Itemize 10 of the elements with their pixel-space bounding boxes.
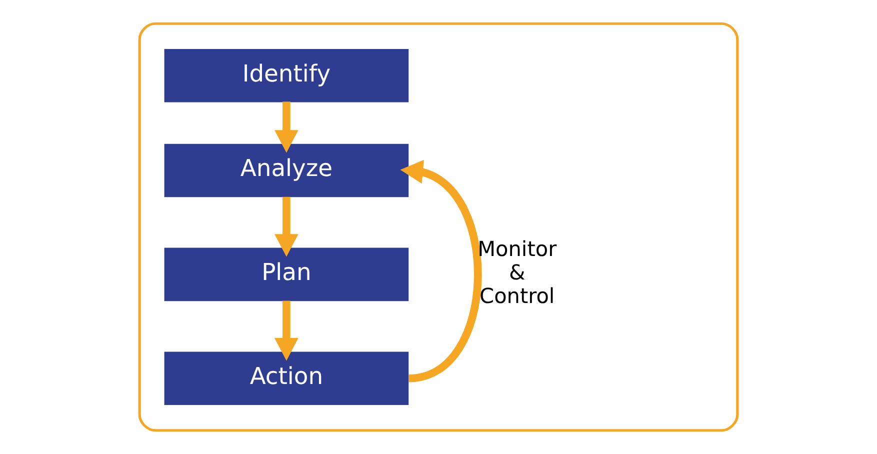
node-box: Plan xyxy=(164,248,409,302)
arrow xyxy=(274,102,298,153)
arrow xyxy=(274,300,298,361)
arrow xyxy=(400,160,482,382)
node-box: Action xyxy=(164,352,409,406)
cluster xyxy=(138,22,739,432)
node-box: Identify xyxy=(164,48,409,102)
edge-label: Monitor & Control xyxy=(478,236,557,308)
node-box: Analyze xyxy=(164,144,409,198)
arrow xyxy=(274,196,298,257)
